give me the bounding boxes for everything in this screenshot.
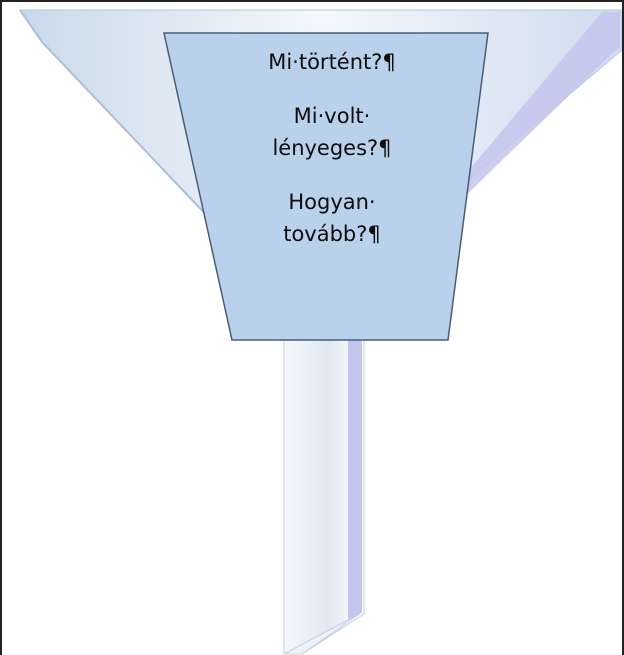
funnel-cone-side	[442, 12, 620, 207]
funnel-label-box	[163, 32, 489, 341]
funnel-stem-side	[348, 337, 362, 620]
funnel-labels: Mi·történt?¶ Mi·volt· lényeges?¶ Hogyan·…	[202, 46, 462, 250]
label-lenyeges: lényeges?¶	[272, 136, 392, 160]
label-hogyan: Hogyan·	[288, 190, 376, 214]
label-mi-tortent: Mi·történt?¶	[268, 50, 396, 74]
funnel-stem-tip	[283, 611, 363, 655]
label-tovabb: tovább?¶	[283, 222, 381, 246]
label-mi-volt: Mi·volt·	[293, 104, 371, 128]
funnel-cone-edge	[19, 9, 233, 243]
